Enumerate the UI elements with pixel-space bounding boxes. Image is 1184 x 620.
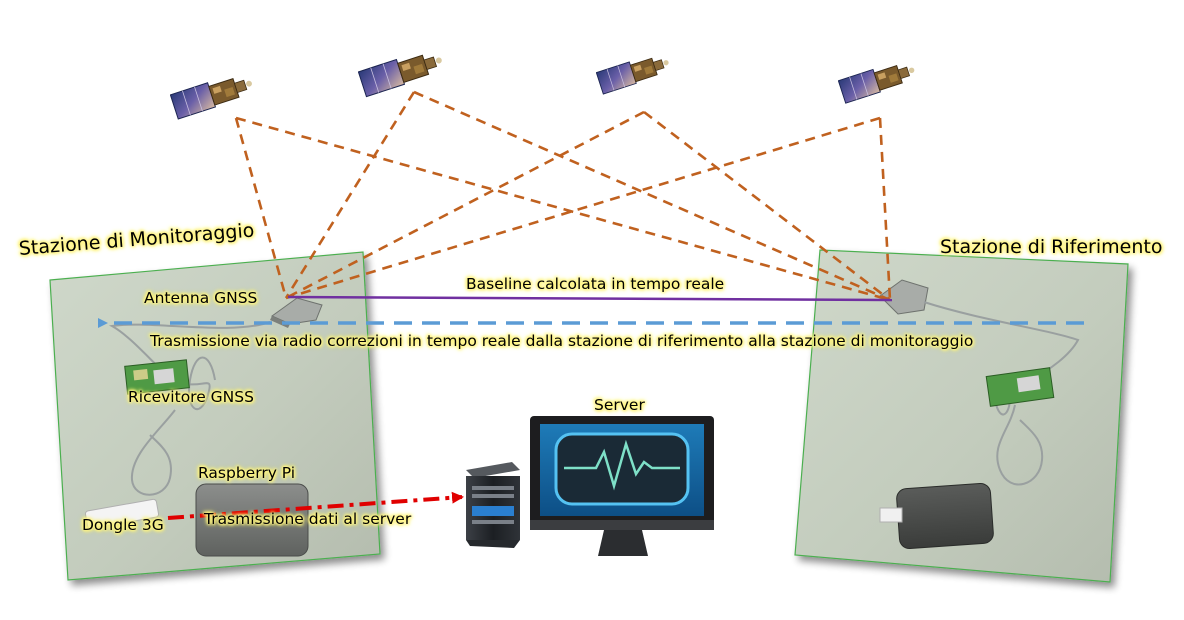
raspberry-pi-case-icon: [195, 483, 309, 557]
server-tower-icon: [466, 462, 520, 548]
gnss-antenna-icon: [879, 279, 929, 315]
usb-dongle-icon: [84, 498, 160, 530]
heartbeat-monitor-icon: [530, 416, 714, 556]
dongle-label: Dongle 3G: [82, 516, 164, 534]
satellite-signal-lines: [234, 90, 892, 302]
server-transmission-label: Trasmissione dati al server: [204, 510, 412, 528]
radio-transmission-label: Trasmissione via radio correzioni in tem…: [150, 332, 974, 350]
antenna-cable-left: [108, 321, 271, 410]
satellite-icon: [358, 45, 446, 98]
reference-station-title: Stazione di Riferimento: [940, 236, 1163, 258]
raspberry-pi-case-icon: [879, 482, 994, 550]
gnss-receiver-board-icon: [985, 367, 1055, 407]
gnss-antenna-icon: [270, 297, 323, 328]
satellite-icon: [170, 69, 256, 120]
receiver-cable-left: [130, 409, 176, 496]
satellite-icon: [838, 56, 919, 104]
gnss-receiver-board-icon: [124, 359, 190, 395]
satellite-icon: [596, 49, 673, 95]
raspberry-label: Raspberry Pi: [198, 464, 296, 482]
receiver-label: Ricevitore GNSS: [128, 388, 254, 406]
receiver-cable-right: [996, 404, 1044, 486]
baseline-label: Baseline calcolata in tempo reale: [466, 275, 725, 293]
antenna-label: Antenna GNSS: [144, 289, 258, 307]
server-label: Server: [594, 396, 645, 414]
baseline-line: [287, 295, 893, 302]
reference-station-photo: [794, 249, 1129, 583]
